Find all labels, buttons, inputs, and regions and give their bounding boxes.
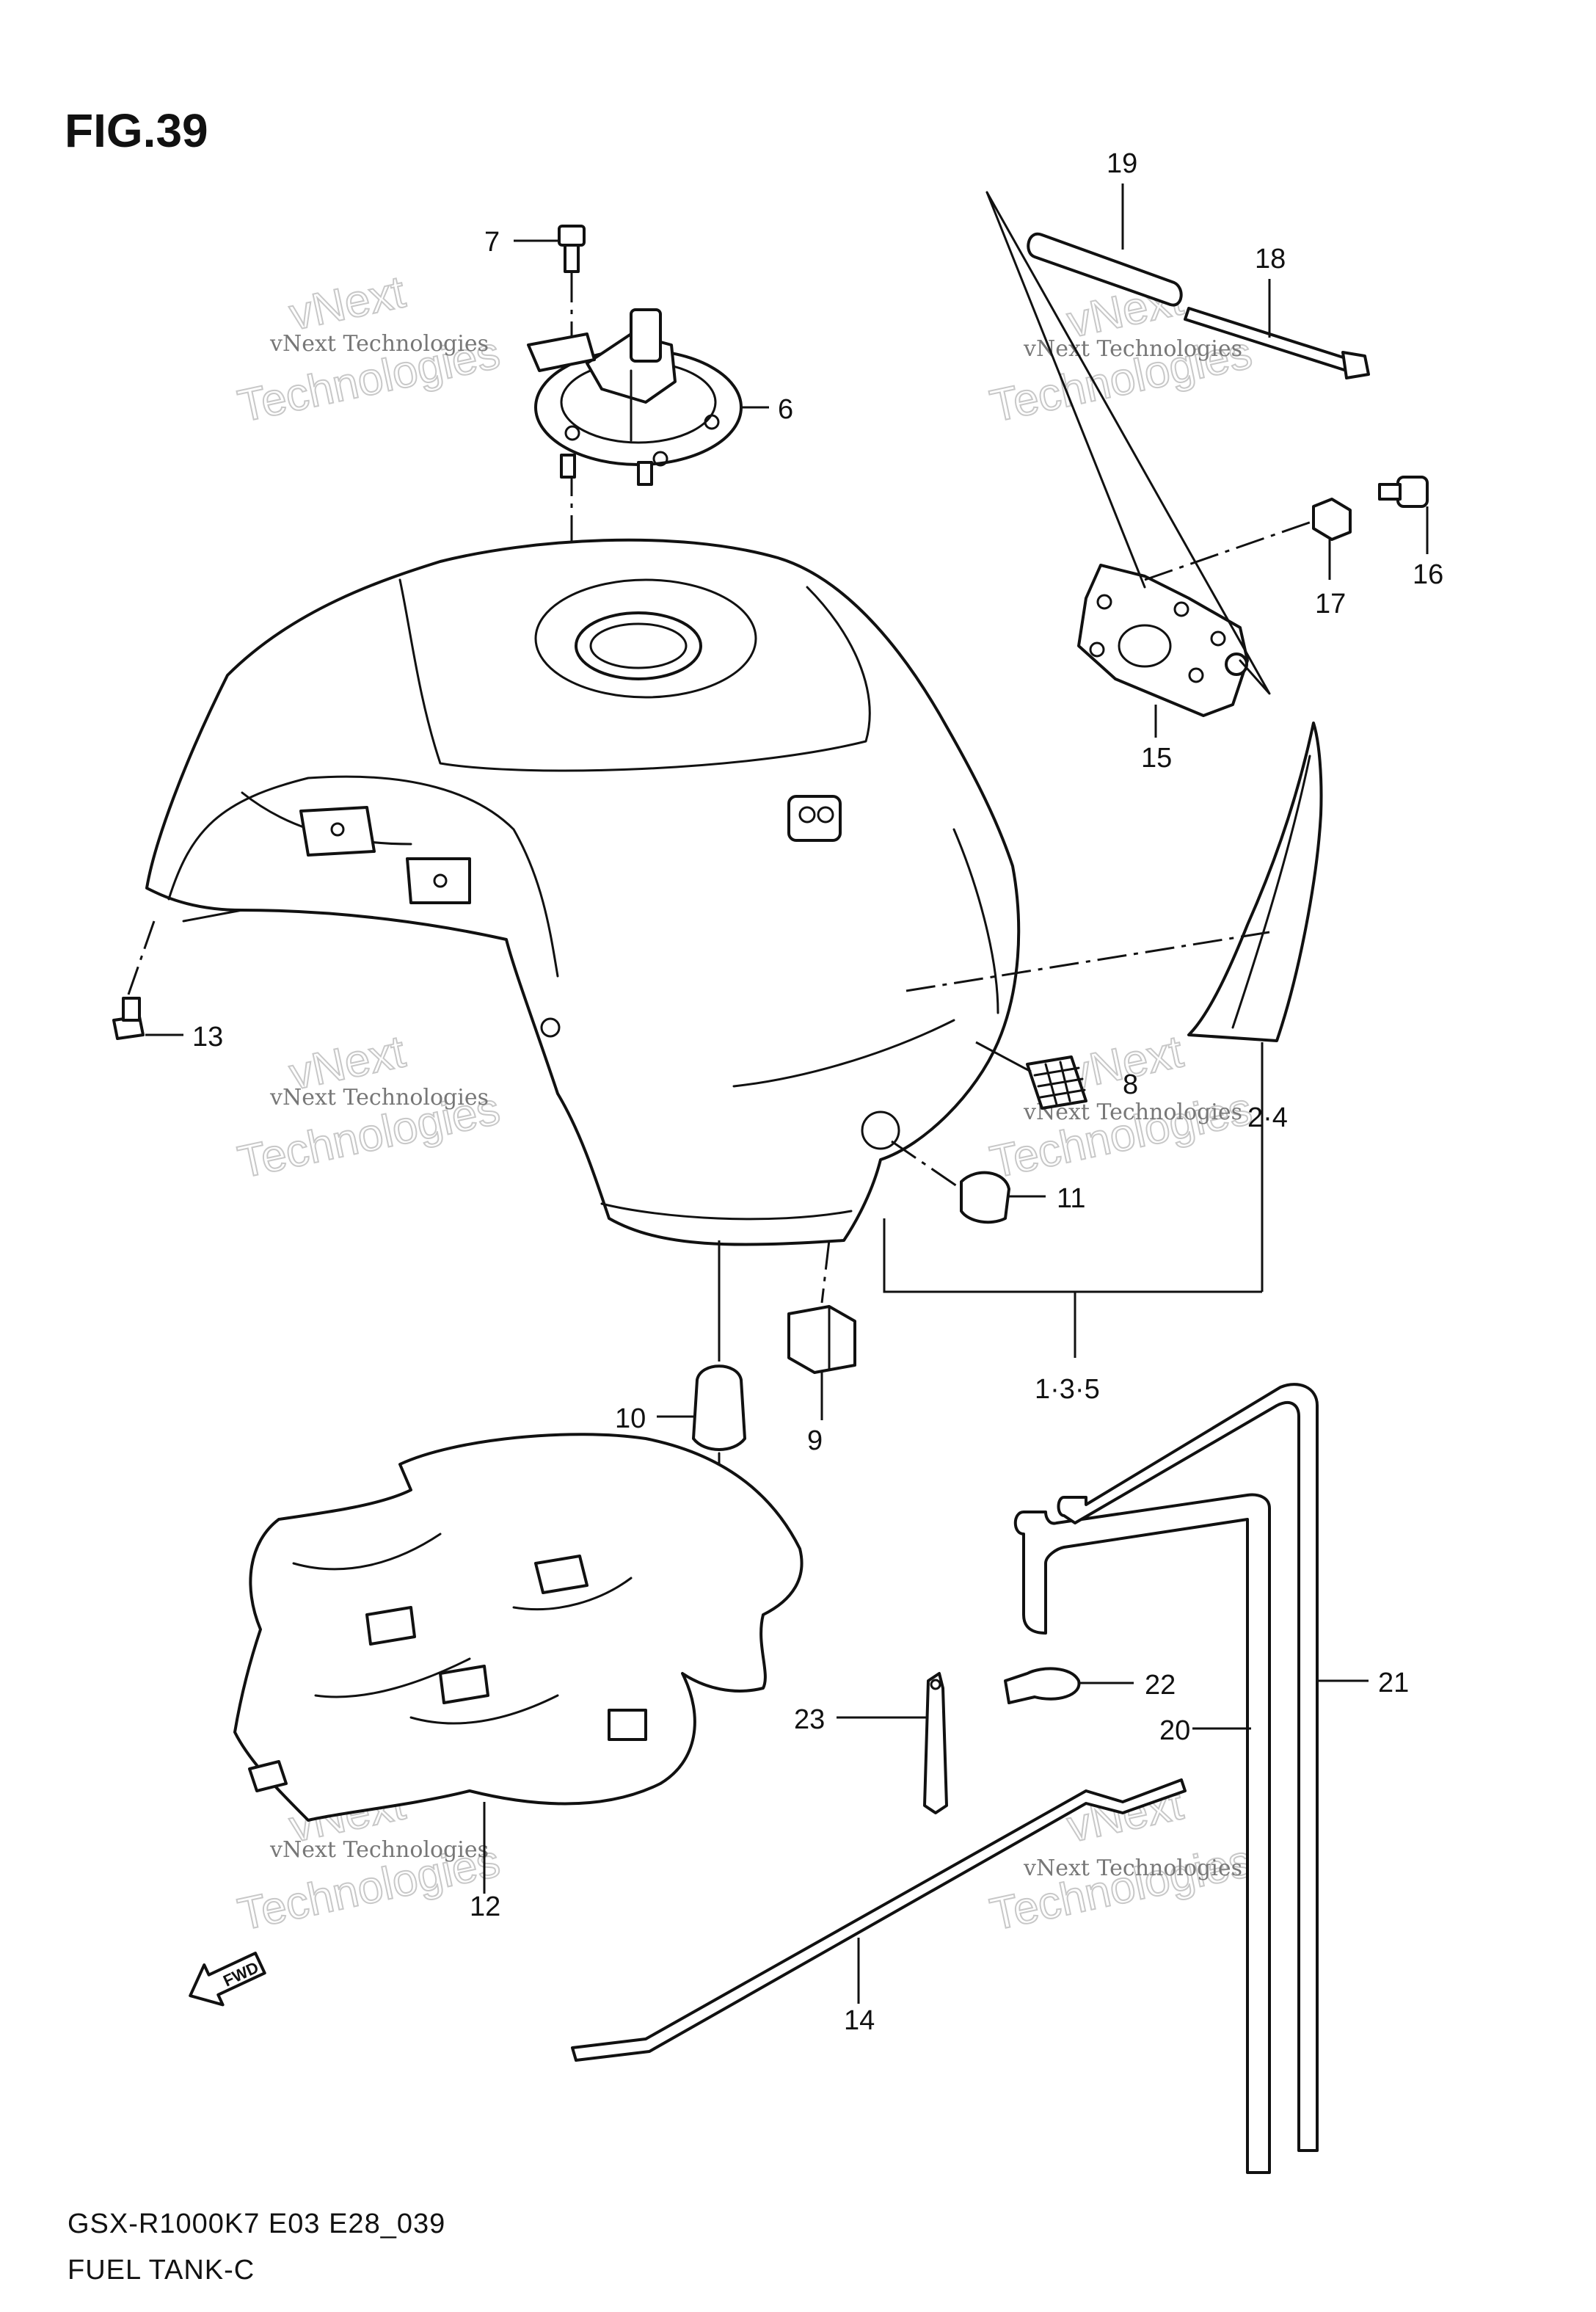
part-9-damper: [787, 1305, 856, 1374]
model-code-label: GSX-R1000K7 E03 E28_039: [68, 2209, 445, 2239]
forward-direction-arrow: FWD: [189, 1952, 266, 2007]
assembly-axis-line: [1144, 520, 1314, 581]
part-13-bolt: [112, 997, 145, 1040]
assembly-guide-line: [985, 191, 1271, 695]
part-1-3-5-fuel-tank: [145, 538, 1021, 1246]
part-14-hose: [571, 1778, 1187, 2062]
watermark-mid-right: Technologies vNext vNext Technologies: [985, 1025, 1257, 1188]
callout-20: 20: [1159, 1715, 1190, 1746]
watermark-large-text: vNext: [285, 266, 409, 340]
callout-7: 7: [484, 227, 500, 258]
watermark-text: vNext Technologies: [269, 1085, 489, 1110]
callout-18: 18: [1255, 244, 1286, 275]
callout-14: 14: [844, 2005, 875, 2036]
callout-10: 10: [615, 1403, 646, 1434]
part-20-hose: [1013, 1493, 1271, 2174]
watermark-text: vNext Technologies: [269, 1837, 489, 1863]
assembly-axis-line: [127, 920, 156, 995]
callout-17: 17: [1315, 589, 1346, 619]
part-19-hose: [1027, 232, 1183, 307]
assembly-axis-line: [891, 1140, 962, 1190]
part-22-clamp: [1004, 1667, 1081, 1704]
callout-23: 23: [794, 1704, 825, 1735]
part-23-clip: [923, 1672, 948, 1814]
callout-2-4: 2·4: [1247, 1102, 1288, 1133]
callout-12: 12: [470, 1891, 500, 1922]
callout-1-3-5: 1·3·5: [1035, 1374, 1100, 1405]
callout-9: 9: [807, 1425, 823, 1456]
section-name-label: FUEL TANK-C: [68, 2255, 255, 2286]
part-2-4-side-panel: [1187, 721, 1323, 1042]
part-17-nut: [1312, 498, 1352, 541]
watermark-top-right: Technologies vNext vNext Technologies: [985, 273, 1257, 432]
assembly-guide-line: [985, 191, 1146, 589]
callout-19: 19: [1107, 148, 1137, 179]
callout-21: 21: [1378, 1668, 1409, 1698]
part-18-bolt: [1184, 307, 1370, 379]
callout-15: 15: [1141, 743, 1172, 774]
watermark-mid-left: Technologies vNext vNext Technologies: [233, 1025, 505, 1188]
watermark-top-left: Technologies vNext vNext Technologies: [233, 266, 505, 432]
watermark-text: vNext Technologies: [1023, 336, 1242, 362]
callout-13: 13: [192, 1022, 223, 1053]
part-11-cushion: [960, 1171, 1010, 1224]
part-16-screw: [1378, 476, 1429, 508]
part-12-insulator: [233, 1433, 804, 1822]
assembly-axis-line: [906, 931, 1270, 992]
watermark-text: vNext Technologies: [269, 331, 489, 357]
part-6-filler-cap: [527, 308, 743, 486]
callout-16: 16: [1413, 559, 1443, 590]
callout-8: 8: [1123, 1069, 1138, 1100]
part-21-hose: [1057, 1383, 1319, 2152]
watermark-large-text: Technologies: [986, 1836, 1256, 1941]
part-15-bracket: [1077, 564, 1249, 717]
callout-22: 22: [1145, 1670, 1176, 1701]
leader-line: [975, 1041, 1032, 1073]
part-7-bolt: [558, 225, 586, 273]
leader-bracket: [883, 1218, 1262, 1293]
figure-title: FIG.39: [65, 104, 208, 157]
callout-6: 6: [778, 394, 793, 425]
part-8-cushion: [1026, 1055, 1087, 1110]
watermark-text: vNext Technologies: [1023, 1855, 1242, 1881]
assembly-axis-line: [820, 1240, 831, 1304]
callout-11: 11: [1057, 1183, 1085, 1214]
